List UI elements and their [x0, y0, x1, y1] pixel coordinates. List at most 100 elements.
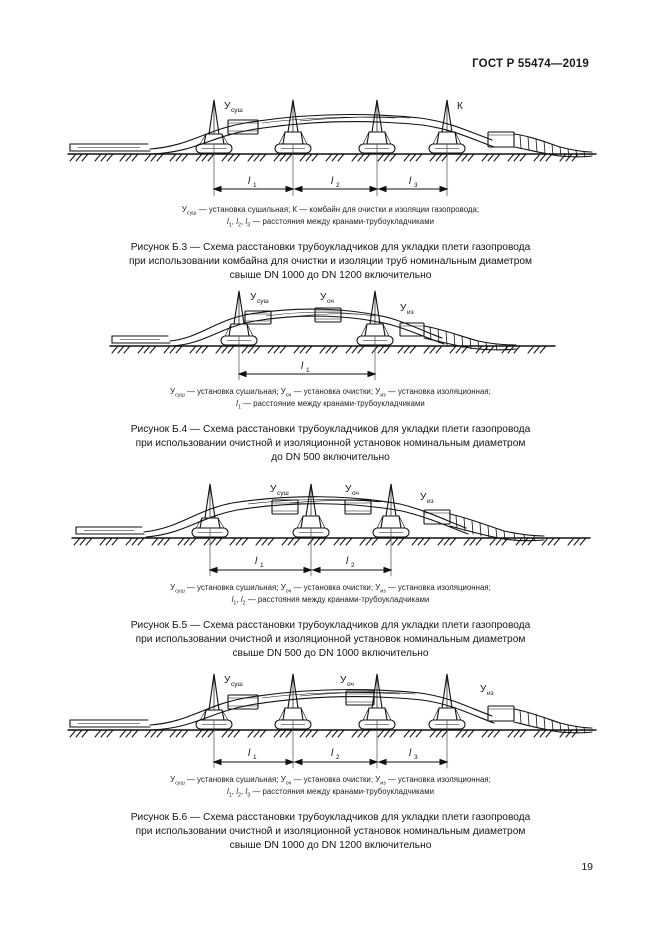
- coated-pipe: [513, 708, 593, 734]
- ground-hatching: [73, 537, 587, 546]
- drying-unit: [271, 499, 299, 515]
- figure-b6-note-line1: Усуш — установка сушильная; Уоч — устано…: [170, 775, 491, 787]
- figure-b3-caption: Рисунок Б.3 — Схема расстановки трубоукл…: [0, 241, 661, 283]
- label-drying-unit-sub: суш: [277, 490, 289, 497]
- label-cleaning-unit-sub: оч: [352, 490, 359, 497]
- figure-b4: У суш У оч У из l 1 Усуш — установка суш…: [0, 286, 661, 465]
- figure-b5-caption: Рисунок Б.5 — Схема расстановки трубоукл…: [0, 619, 661, 661]
- label-insulation-unit: У: [420, 492, 427, 503]
- dimension-label-l2: l: [331, 748, 334, 759]
- figure-b4-caption-line2: при использовании очистной и изоляционно…: [135, 438, 526, 449]
- label-drying-unit-sub: суш: [231, 681, 243, 688]
- dimension-label-l3-sub: 3: [414, 754, 418, 761]
- combine-unit: [487, 131, 515, 148]
- ground-hatching: [69, 153, 579, 162]
- label-insulation-unit-sub: из: [407, 309, 414, 316]
- pipe-string: [149, 689, 495, 731]
- figure-b5-caption-line3: свыше DN 500 до DN 1000 включительно: [232, 648, 429, 659]
- label-cleaning-unit: У: [345, 484, 352, 495]
- dimension-label-l1: l: [248, 748, 251, 759]
- figure-b5-note-line1: Усуш — установка сушильная; Уоч — устано…: [170, 583, 491, 595]
- label-cleaning-unit: У: [320, 292, 327, 303]
- pipelayer-1: [191, 483, 229, 538]
- figure-b4-caption: Рисунок Б.4 — Схема расстановки трубоукл…: [0, 423, 661, 465]
- dimension-arrows: [237, 370, 377, 378]
- figure-b5-caption-line2: при использовании очистной и изоляционно…: [135, 634, 526, 645]
- dimension-extension-lines: [238, 335, 376, 381]
- figure-b3-note-line2: l1, l2, l3 — расстояния между кранами-тр…: [226, 217, 435, 229]
- label-drying-unit: У: [270, 484, 277, 495]
- pipe-string: [169, 308, 445, 347]
- dimension-arrows: [208, 566, 393, 574]
- dimension-label-l2: l: [331, 176, 334, 187]
- label-drying-unit: У: [224, 675, 231, 686]
- pipe-laid-left: [69, 143, 151, 152]
- label-insulation-unit-sub: из: [487, 690, 494, 697]
- figure-b6-note-line2: l1, l2, l3 — расстояния между кранами-тр…: [226, 787, 435, 799]
- figure-b3-caption-line2: при использовании комбайна для очистки и…: [128, 256, 533, 267]
- dimension-label-l3-sub: 3: [414, 182, 418, 189]
- figure-b4-caption-line3: до DN 500 включительно: [271, 452, 390, 463]
- figure-b4-note-line2: l1 — расстояние между кранами-трубоуклад…: [236, 399, 425, 411]
- dimension-label-l2-sub: 2: [351, 562, 355, 569]
- figure-b3-note-line1: Усуш — установка сушильная; К — комбайн …: [181, 205, 480, 217]
- pipelayer-2: [292, 483, 330, 538]
- label-insulation-unit-sub: из: [427, 498, 434, 505]
- dimension-arrows: [212, 758, 449, 766]
- label-insulation-unit: У: [400, 303, 407, 314]
- figure-b5-caption-line1: Рисунок Б.5 — Схема расстановки трубоукл…: [130, 620, 531, 631]
- insulation-unit: [399, 322, 425, 337]
- dimension-extension-lines: [213, 719, 448, 769]
- figure-b3-note: Усуш — установка сушильная; К — комбайн …: [0, 204, 661, 228]
- dimension-label-l3: l: [409, 748, 412, 759]
- cleaning-unit: [314, 307, 342, 323]
- figure-b5: У суш У оч У из l 1 l 2 Усуш — установка…: [0, 476, 661, 661]
- figure-b6-diagram: У суш У оч У из l 1 l 2 l 3: [67, 673, 597, 769]
- dimension-extension-lines: [213, 143, 448, 197]
- cleaning-unit: [344, 499, 372, 515]
- pipe-laid-left: [69, 719, 151, 728]
- page-number: 19: [581, 861, 593, 873]
- dimension-label-l1: l: [301, 361, 304, 372]
- figure-b6-caption-line3: свыше DN 1000 до DN 1200 включительно: [229, 840, 432, 851]
- figure-b4-note: Усуш — установка сушильная; Уоч — устано…: [0, 386, 661, 410]
- figure-b3: У суш К l 1 l 2 l 3 Усуш — установка суш…: [0, 92, 661, 283]
- label-drying-unit: У: [250, 292, 257, 303]
- standard-designation: ГОСТ Р 55474—2019: [472, 58, 589, 70]
- pipe-highlight: [261, 691, 416, 699]
- dimension-label-l2: l: [346, 556, 349, 567]
- label-drying-unit-sub: суш: [231, 107, 243, 114]
- pipe-laid-left: [111, 335, 171, 344]
- dimension-label-l1-sub: 1: [260, 562, 264, 569]
- coated-pipe: [513, 133, 593, 158]
- figure-b4-note-line1: Усуш — установка сушильная; Уоч — устано…: [170, 387, 491, 399]
- figure-b3-caption-line3: свыше DN 1000 до DN 1200 включительно: [229, 270, 432, 281]
- figure-b6-note: Усуш — установка сушильная; Уоч — устано…: [0, 774, 661, 798]
- coated-pipe: [423, 325, 517, 351]
- dimension-label-l1-sub: 1: [253, 754, 257, 761]
- figure-b6-caption-line1: Рисунок Б.6 — Схема расстановки трубоукл…: [130, 812, 531, 823]
- dimension-label-l2-sub: 2: [336, 182, 340, 189]
- figure-b5-note: Усуш — установка сушильная; Уоч — устано…: [0, 582, 661, 606]
- label-combine: К: [457, 101, 463, 112]
- figure-b6-caption: Рисунок Б.6 — Схема расстановки трубоукл…: [0, 811, 661, 853]
- pipe-laid-left: [75, 526, 145, 535]
- figure-b4-caption-line1: Рисунок Б.4 — Схема расстановки трубоукл…: [130, 424, 531, 435]
- figure-b5-diagram: У суш У оч У из l 1 l 2: [71, 483, 591, 577]
- label-drying-unit: У: [224, 101, 231, 112]
- figure-b6-caption-line2: при использовании очистной и изоляционно…: [135, 826, 526, 837]
- figure-b5-note-line2: l1, l2 — расстояния между кранами-трубоу…: [231, 595, 430, 607]
- cleaning-unit: [345, 690, 375, 706]
- dimension-extension-lines: [209, 527, 392, 577]
- drying-unit: [227, 119, 259, 135]
- dimension-label-l2-sub: 2: [336, 754, 340, 761]
- dimension-label-l1: l: [255, 556, 258, 567]
- coated-pipe: [449, 513, 545, 542]
- insulation-unit: [423, 509, 451, 525]
- figure-b6: У суш У оч У из l 1 l 2 l 3 Усуш — устан…: [0, 668, 661, 853]
- dimension-label-l1-sub: 1: [253, 182, 257, 189]
- insulation-unit: [487, 705, 515, 722]
- dimension-label-l3: l: [409, 176, 412, 187]
- figure-b3-caption-line1: Рисунок Б.3 — Схема расстановки трубоукл…: [130, 242, 531, 253]
